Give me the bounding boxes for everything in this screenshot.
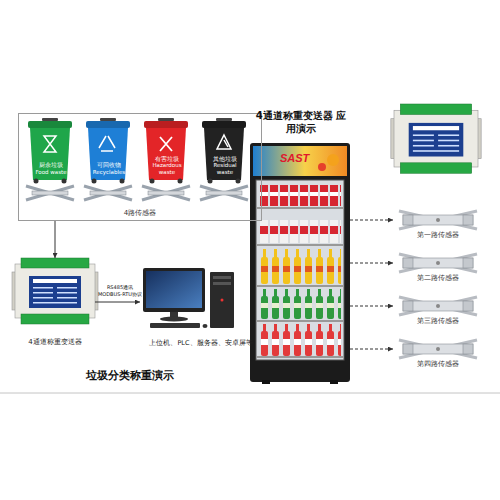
residual-symbol [217,135,231,149]
drink-row [259,289,341,319]
drink-row [259,212,341,243]
connector-arrow [350,306,393,307]
transmitter-module [391,104,481,173]
bin-stand [200,186,248,200]
node-text: 第三路传感器 [417,318,459,326]
blue-bin [86,118,130,184]
monitor-base [160,317,188,322]
mouse [203,324,208,328]
sign-fruit [327,154,339,166]
node-text: Food waste [35,169,66,175]
load-sensor: 第二路传感器 [393,251,482,283]
node-text: 4通道称重变送器 [28,338,81,346]
load-sensor: 第一路传感器 [393,208,482,240]
load-cell [399,297,477,315]
node-text: 第四路传感器 [417,361,459,369]
keyboard [150,323,200,328]
drink-row [259,185,341,206]
divider-line [0,393,500,394]
load-sensor: 第四路传感器 [393,337,482,369]
waste-bin: 有害垃圾Hazardous waste [147,121,187,181]
node-text: 第二路传感器 [417,275,459,283]
load-sensor: 第三路传感器 [393,294,482,326]
node-text: 有害垃圾 [155,156,179,162]
red-bin [144,118,188,184]
connector-arrow [350,263,393,264]
node-text: Hazardous waste [147,162,187,175]
tower-bay [213,282,231,285]
fridge-foot [330,380,338,384]
power-light [221,299,224,302]
host-computer: 上位机、PLC、服务器、安卓屏等 [140,266,262,348]
transmitter-box: 4通道称重变送器 [15,258,95,346]
fridge-door [256,180,344,360]
shelf [257,244,343,246]
shelf [257,320,343,322]
node-text: 厨余垃圾 [39,162,63,168]
load-cell [399,340,477,358]
monitor-screen [146,271,202,308]
bin-stand [84,186,132,200]
connector-arrow [350,349,393,350]
drinks-fridge: SAST [250,143,350,382]
node-text: Recyclables [93,169,125,175]
green-bin [28,118,72,184]
drink-row [259,249,341,284]
fridge-body [250,143,350,382]
shelf [257,285,343,287]
monitor-frame [143,268,205,312]
load-cell [399,254,477,272]
recycle-symbol [99,136,115,151]
sign-fruit [318,163,326,171]
tower-bay [213,276,231,279]
diagram-caption: 垃圾分类称重演示 [60,368,200,383]
node-text: 4路传感器 [124,209,156,217]
node-text: SAST [280,152,309,164]
connector-arrow [55,221,56,258]
node-text: Residual waste [205,162,245,175]
waste-bin: 可回收物Recyclables [89,121,129,181]
transmitter-module [12,258,98,324]
drink-row [259,324,341,356]
load-cell [399,211,477,229]
node-text: 其他垃圾 [213,156,237,162]
diagram-title: 4通道称重变送器 应用演示 [253,109,349,135]
node-text: 可回收物 [97,162,121,168]
black-bin [202,118,246,184]
waste-bin: 其他垃圾Residual waste [205,121,245,181]
hazard-symbol [160,137,172,151]
bin-stand [26,186,74,200]
connector-arrow [350,220,393,221]
fridge-foot [262,380,270,384]
shelf [257,207,343,209]
sensor-group-box: 4路传感器 厨余垃圾Food waste 可回收物Recyclables 有害垃圾Ha… [18,113,262,221]
food-symbol [44,136,56,152]
fridge-sign [253,146,347,176]
bin-stand [142,186,190,200]
node-text: 上位机、PLC、服务器、安卓屏等 [149,340,252,348]
connector-arrow [95,302,140,303]
edge-label: RS485通讯 MODBUS-RTU协议 [97,284,143,298]
shelf [257,356,343,358]
pc-tower [210,272,234,328]
node-text: 第一路传感器 [417,232,459,240]
waste-bin: 厨余垃圾Food waste [31,121,71,181]
